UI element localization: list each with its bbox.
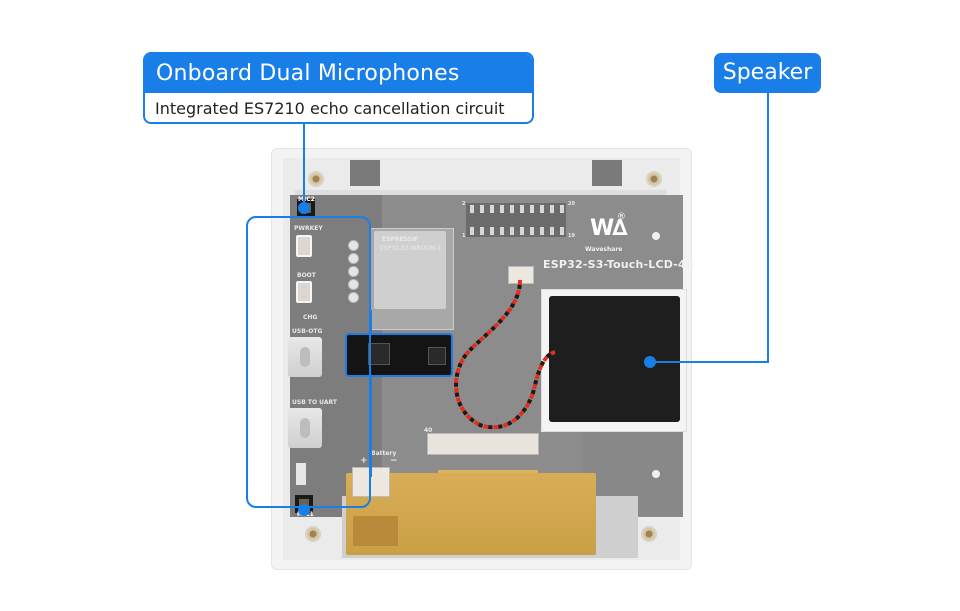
wire-black: [454, 279, 556, 430]
microphones-callout-title: Onboard Dual Microphones: [145, 54, 532, 93]
side-component: [296, 463, 306, 485]
header-pin-2-label: 2: [462, 201, 466, 207]
battery-plus-label: +: [360, 456, 368, 466]
esp32-module-shield: [374, 231, 446, 309]
boot-button: [296, 281, 312, 303]
flex-driver-chip: [353, 516, 398, 546]
header-pin: [560, 205, 564, 213]
screw-top-left: [308, 171, 324, 187]
mic-callout-line: [303, 124, 305, 208]
microphones-callout-subtitle: Integrated ES7210 echo cancellation circ…: [155, 99, 505, 118]
mic2-dot: [298, 202, 310, 214]
gpio-header: [466, 203, 566, 237]
screw-bottom-left: [305, 526, 321, 542]
wire-red: [454, 279, 556, 430]
fpc-pin-1-label: 1: [540, 427, 545, 434]
battery-label: Battery: [371, 450, 397, 457]
codec-connector-line: [370, 310, 372, 334]
codec-chip: [428, 347, 446, 365]
mounting-hole: [652, 232, 660, 240]
mic1-dot: [298, 504, 310, 516]
enclosure-clip-right: [592, 160, 622, 186]
speaker-callout: Speaker: [714, 53, 821, 93]
indicator-led: [348, 253, 359, 264]
microphone-highlight-box: [246, 216, 371, 508]
fpc-pin-40-label: 40: [424, 427, 433, 434]
header-pin: [510, 227, 514, 235]
header-pin: [530, 205, 534, 213]
header-pin-19-label: 19: [568, 233, 575, 239]
header-pin: [480, 205, 484, 213]
indicator-led: [348, 240, 359, 251]
battery-connector: [352, 467, 390, 497]
fpc-connector: [427, 433, 539, 455]
codec-connector-line-lower: [370, 377, 372, 477]
speaker-dot: [644, 356, 656, 368]
header-pin: [470, 227, 474, 235]
header-pin: [470, 205, 474, 213]
pwrkey-label: PWRKEY: [294, 225, 323, 232]
module-name: ESP32-S3-WROOM-1: [380, 245, 442, 252]
speaker: [549, 296, 680, 422]
usb-uart-port: [288, 408, 322, 448]
header-pin: [550, 205, 554, 213]
screw-bottom-right: [641, 526, 657, 542]
enclosure-rail: [295, 190, 667, 196]
header-pin: [500, 205, 504, 213]
usb-to-uart-label: USB TO UART: [292, 399, 337, 406]
header-pin: [540, 205, 544, 213]
header-pin-1-label: 1: [462, 233, 466, 239]
module-vendor: ESPRESSIF: [382, 236, 419, 243]
registered-mark: ®: [617, 212, 626, 222]
header-pin: [490, 227, 494, 235]
mic2-label: MIC2: [298, 196, 315, 203]
header-pin-20-label: 20: [568, 201, 575, 207]
boot-label: BOOT: [297, 272, 316, 279]
header-pin: [530, 227, 534, 235]
mounting-hole: [652, 470, 660, 478]
board-brand: Waveshare: [585, 246, 623, 253]
header-pin: [480, 227, 484, 235]
waveshare-logo: W∆: [590, 216, 628, 241]
chg-label: CHG: [303, 314, 318, 321]
microphones-callout: Onboard Dual Microphones Integrated ES72…: [143, 52, 534, 124]
indicator-led: [348, 292, 359, 303]
indicator-led: [348, 266, 359, 277]
battery-minus-label: −: [390, 456, 398, 466]
enclosure-clip-left: [350, 160, 380, 186]
header-pin: [510, 205, 514, 213]
usb-otg-port: [288, 337, 322, 377]
screw-top-right: [646, 171, 662, 187]
header-pin: [540, 227, 544, 235]
usb-otg-label: USB-OTG: [292, 328, 323, 335]
header-pin: [520, 227, 524, 235]
speaker-callout-line-vertical: [767, 93, 769, 363]
speaker-wire: [454, 279, 556, 430]
pwrkey-button: [296, 235, 312, 257]
header-pin: [550, 227, 554, 235]
header-pin: [500, 227, 504, 235]
header-pin: [490, 205, 494, 213]
indicator-led: [348, 279, 359, 290]
board-model: ESP32-S3-Touch-LCD-4B: [543, 258, 695, 271]
speaker-callout-line-horizontal: [650, 361, 769, 363]
header-pin: [560, 227, 564, 235]
es7210-chip: [368, 343, 390, 365]
header-pin: [520, 205, 524, 213]
